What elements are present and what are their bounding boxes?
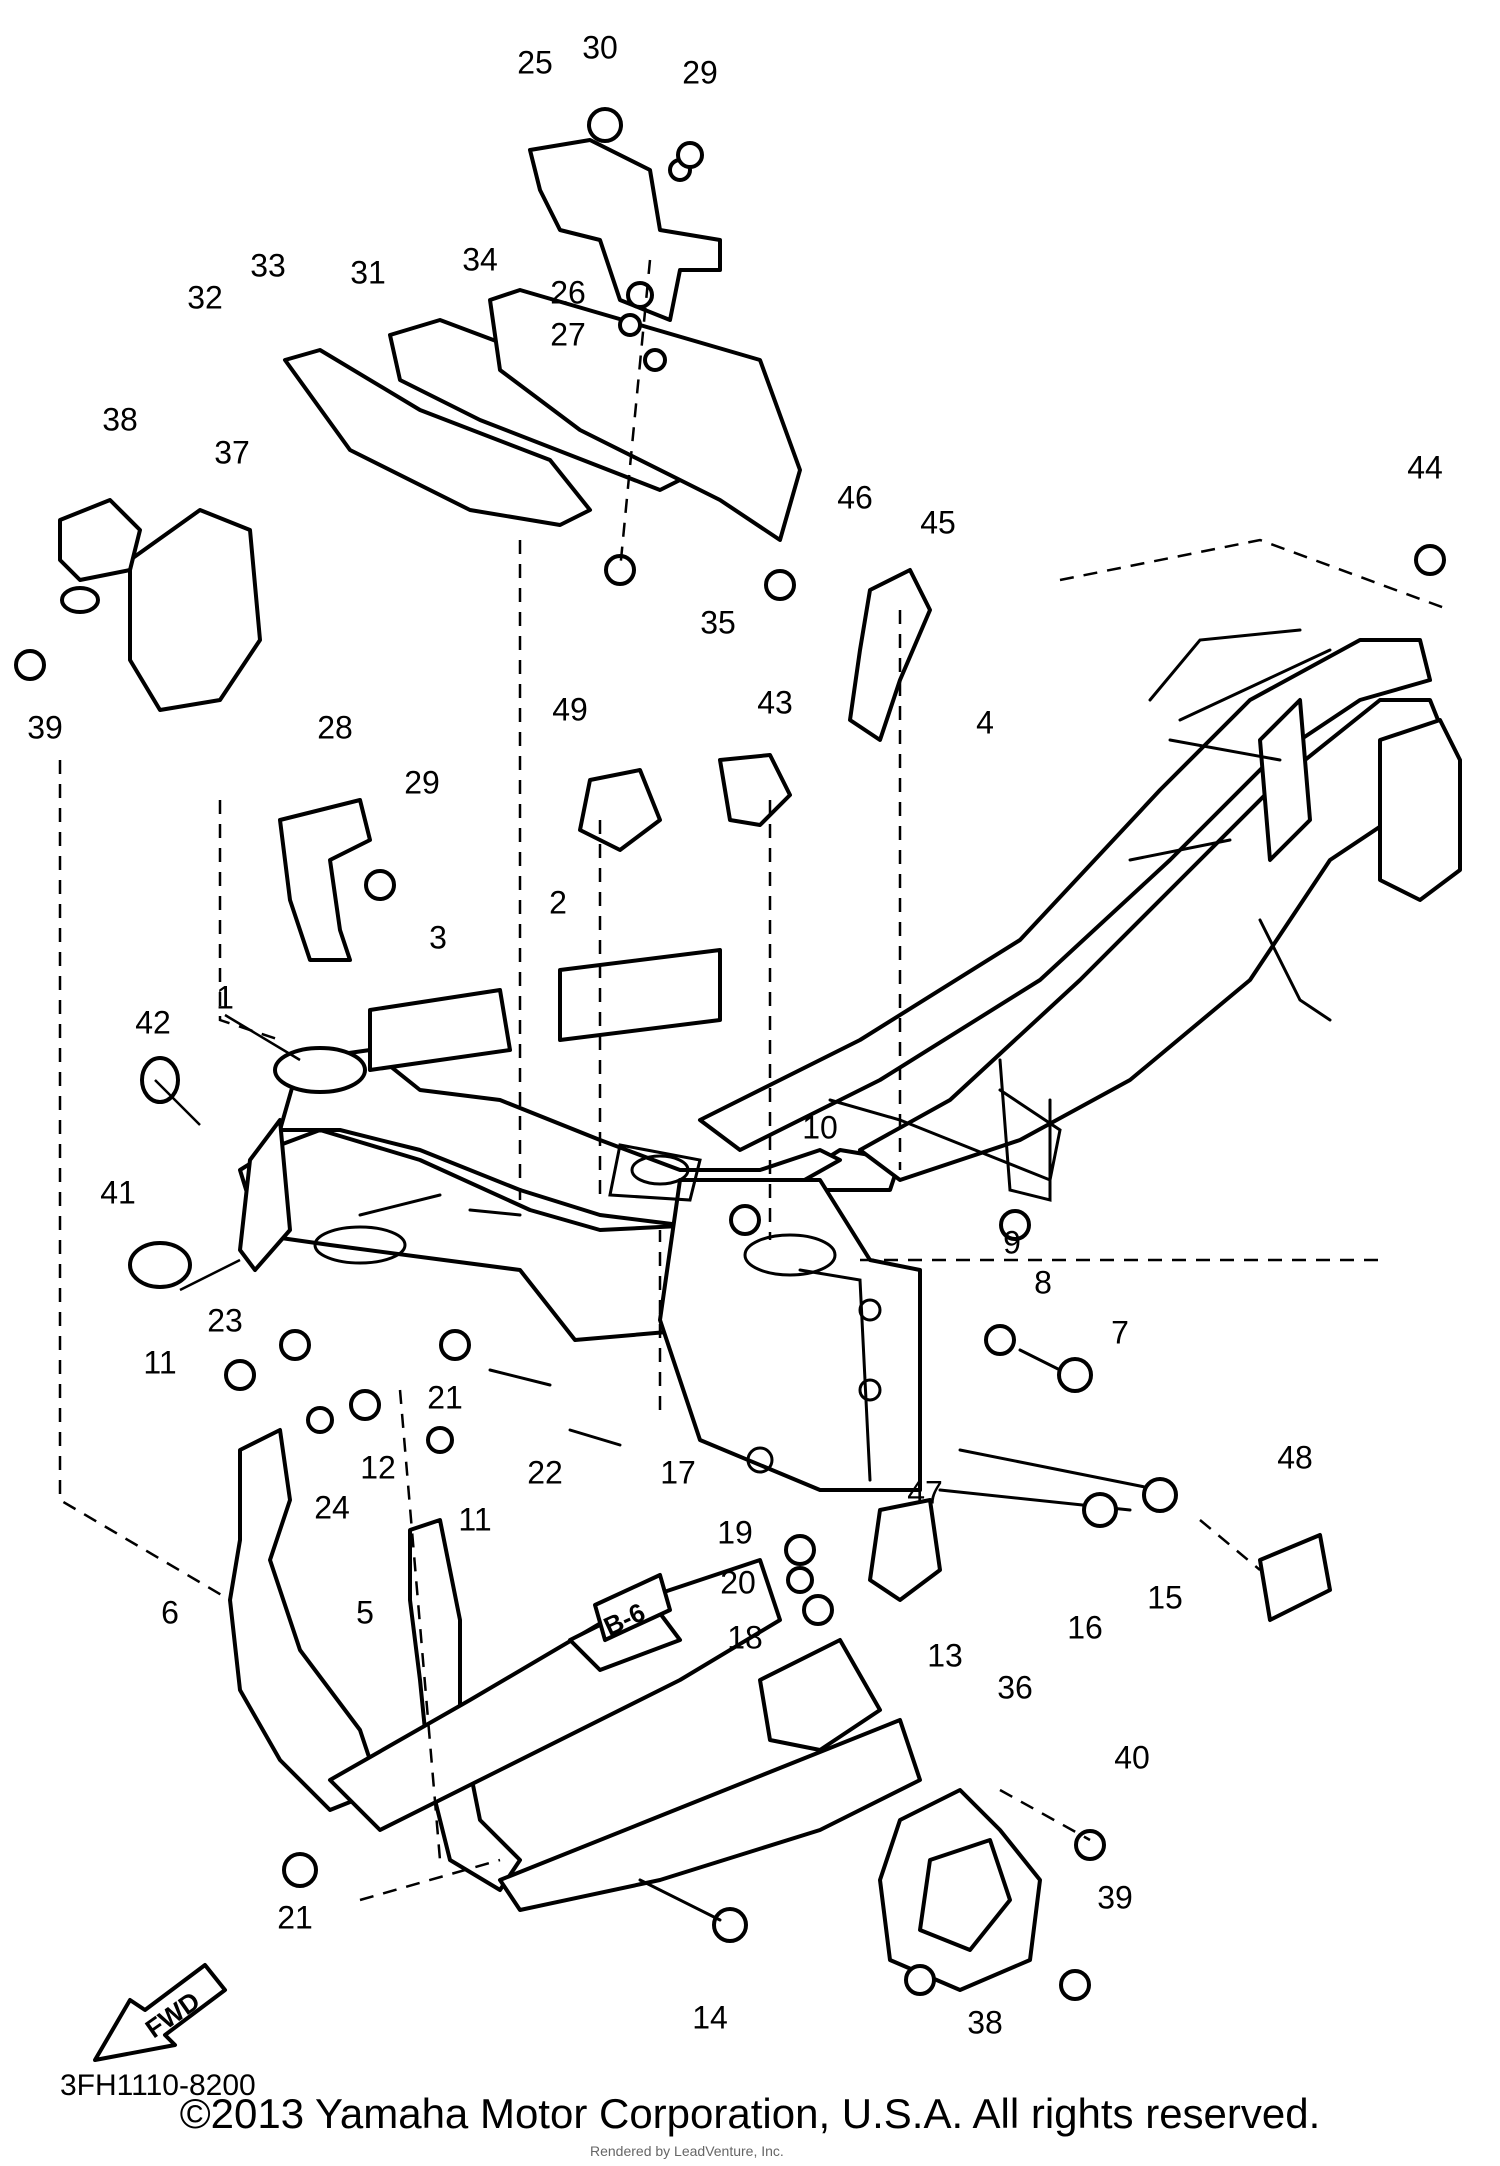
callout-39-upper: 39	[27, 709, 63, 745]
plates	[368, 948, 722, 1072]
rear-frame	[698, 628, 1462, 1202]
callout-21-upper: 21	[427, 1379, 463, 1415]
callout-5: 5	[356, 1594, 374, 1630]
callout-14: 14	[692, 1999, 728, 2035]
callout-27: 27	[550, 316, 586, 352]
small-brackets	[278, 568, 932, 962]
fwd-arrow: FWD	[93, 1963, 227, 2062]
callout-44: 44	[1407, 449, 1443, 485]
callout-6: 6	[161, 1594, 179, 1630]
callout-9: 9	[1003, 1224, 1021, 1260]
callout-10: 10	[802, 1109, 838, 1145]
callout-13: 13	[927, 1637, 963, 1673]
callout-21-lower: 21	[277, 1899, 313, 1935]
callout-26: 26	[550, 274, 586, 310]
callout-35: 35	[700, 604, 736, 640]
callout-4: 4	[976, 704, 994, 740]
main-frame	[238, 1046, 922, 1492]
callout-33: 33	[250, 247, 286, 283]
side-bracket	[58, 498, 262, 712]
callout-24: 24	[314, 1489, 350, 1525]
callout-12: 12	[360, 1449, 396, 1485]
callout-25: 25	[517, 44, 553, 80]
footrest-bracket	[878, 1788, 1042, 1992]
callout-11-center: 11	[458, 1501, 491, 1537]
callout-42: 42	[135, 1004, 171, 1040]
callout-30: 30	[582, 29, 618, 65]
callout-37: 37	[214, 434, 250, 470]
callout-34: 34	[462, 241, 498, 277]
callout-15: 15	[1147, 1579, 1183, 1615]
engine-stays	[228, 1428, 922, 1912]
callout-16: 16	[1067, 1609, 1103, 1645]
callout-49: 49	[552, 691, 588, 727]
callout-3: 3	[429, 919, 447, 955]
callout-38-upper: 38	[102, 401, 138, 437]
callout-47: 47	[907, 1474, 943, 1510]
seat-rail-bracket	[283, 288, 802, 542]
copyright-notice: ©2013 Yamaha Motor Corporation, U.S.A. A…	[179, 2090, 1321, 2137]
callout-11-left: 11	[143, 1344, 176, 1380]
leader-lines	[58, 259, 1451, 1902]
callout-1: 1	[216, 979, 234, 1015]
callout-36: 36	[997, 1669, 1033, 1705]
callout-18: 18	[727, 1619, 763, 1655]
callout-23: 23	[207, 1302, 243, 1338]
callout-22: 22	[527, 1454, 563, 1490]
callout-38-lower: 38	[967, 2004, 1003, 2040]
fasteners	[14, 141, 1446, 2001]
top-bracket	[528, 107, 722, 337]
callout-7: 7	[1111, 1314, 1129, 1350]
callout-46: 46	[837, 479, 873, 515]
callout-19: 19	[717, 1514, 753, 1550]
callout-32: 32	[187, 279, 223, 315]
callout-40: 40	[1114, 1739, 1150, 1775]
part-code: 3FH1110-8200	[60, 2069, 256, 2102]
callout-45: 45	[920, 504, 956, 540]
callout-39-lower: 39	[1097, 1879, 1133, 1915]
callout-31: 31	[350, 254, 386, 290]
callout-20: 20	[720, 1564, 756, 1600]
callout-48: 48	[1277, 1439, 1313, 1475]
callout-29-top: 29	[682, 54, 718, 90]
callout-41: 41	[100, 1174, 136, 1210]
callout-2: 2	[549, 884, 567, 920]
callout-8: 8	[1034, 1264, 1052, 1300]
watermark: Rendered by LeadVenture, Inc.	[590, 2143, 784, 2159]
callout-17: 17	[660, 1454, 696, 1490]
callouts: 1 2 3 4 5 6 7 8 9 10 11 11 12 13 14 15 1…	[27, 29, 1443, 2040]
callout-28: 28	[317, 709, 353, 745]
callout-43: 43	[757, 684, 793, 720]
callout-29-mid: 29	[404, 764, 440, 800]
